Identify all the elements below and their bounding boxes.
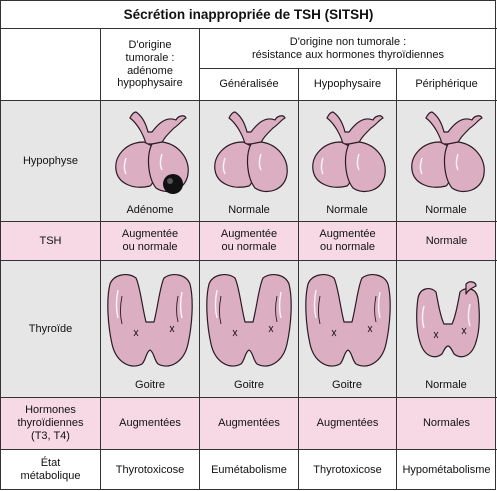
row-label-hormones: Hormones thyroïdiennes (T3, T4) (17, 404, 84, 442)
hypophyse-caption-tumoral: Adénome (126, 204, 174, 216)
pituitary-illustration-peripherique (411, 111, 485, 193)
etat-value-hypophysaire: Thyrotoxicose (313, 463, 382, 476)
thyroide-caption-peripherique: Normale (425, 379, 467, 391)
tsh-value-generalisee: Augmentée ou normale (220, 228, 278, 253)
tsh-value-tumoral: Augmentée ou normale (121, 228, 179, 253)
tsh-band (1, 221, 496, 260)
hypophyse-caption-hypophysaire: Normale (326, 204, 368, 216)
header-generalisee: Généralisée (219, 78, 279, 91)
hormones-value-hypophysaire: Augmentées (316, 417, 379, 430)
pituitary-illustration-generalisee (214, 111, 288, 193)
row-label-etat: État métabolique (20, 457, 81, 482)
hypophyse-caption-peripherique: Normale (425, 204, 467, 216)
header-hypophysaire: Hypophysaire (313, 78, 382, 91)
tsh-value-hypophysaire: Augmentée ou normale (319, 228, 376, 253)
etat-value-tumoral: Thyrotoxicose (115, 463, 185, 476)
table-title: Sécrétion inappropriée de TSH (SITSH) (123, 6, 374, 22)
hormones-value-tumoral: Augmentées (119, 417, 181, 430)
header-tumoral: D'origine tumorale : adénome hypophysair… (117, 38, 183, 90)
hormones-value-generalisee: Augmentées (218, 417, 280, 430)
thyroid-goitre-illustration-generalisee (206, 274, 292, 367)
pituitary-illustration-hypophysaire (312, 111, 386, 193)
thyroid-goitre-illustration-hypophysaire (305, 274, 391, 367)
pituitary-adenoma-illustration (115, 111, 189, 194)
hormones-value-peripherique: Normales (422, 417, 471, 430)
thyroid-goitre-illustration-tumoral (107, 274, 193, 367)
etat-value-generalisee: Eumétabolisme (211, 463, 287, 476)
thyroid-normal-illustration-peripherique (416, 281, 480, 358)
row-label-tsh: TSH (39, 234, 62, 247)
thyroide-caption-hypophysaire: Goitre (332, 379, 362, 391)
thyroide-caption-tumoral: Goitre (135, 379, 165, 391)
header-non-tumoral: D'origine non tumorale : résistance aux … (252, 35, 444, 61)
header-peripherique: Périphérique (415, 78, 478, 91)
etat-value-peripherique: Hypométabolisme (402, 463, 491, 476)
row-label-thyroide: Thyroïde (28, 322, 73, 335)
hormones-band (1, 397, 496, 449)
hypophyse-caption-generalisee: Normale (228, 204, 270, 216)
thyroide-caption-generalisee: Goitre (234, 379, 264, 391)
tsh-value-peripherique: Normale (425, 234, 468, 247)
row-label-hypophyse: Hypophyse (22, 154, 79, 167)
